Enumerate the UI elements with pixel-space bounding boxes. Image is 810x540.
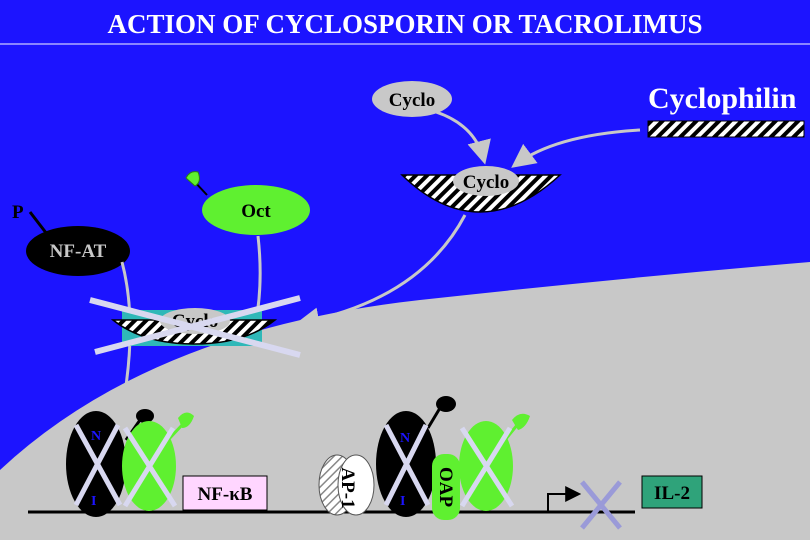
nfat-right-tick-top: N <box>400 431 410 446</box>
title-band <box>0 0 810 44</box>
cyclophilin-label: Cyclophilin <box>648 82 797 115</box>
cyclo-bound-ellipse <box>453 166 519 196</box>
nfat-site-left-knob <box>136 409 154 423</box>
cyclophilin-bar <box>647 120 805 138</box>
transcription-start-arrow <box>547 486 582 512</box>
nfat-right-tick-bottom: I <box>400 494 405 509</box>
ap1-ellipse-b <box>337 454 375 516</box>
oap-label: OAP <box>435 467 456 508</box>
arrow-complex-to-calcineurin <box>295 214 467 332</box>
nfkb-box <box>182 475 268 511</box>
oct-site-left-stalk <box>166 422 185 442</box>
nfkb-label: NF-κB <box>198 484 253 505</box>
il2-label: IL-2 <box>654 483 690 504</box>
oct-right-cross-b <box>459 426 513 508</box>
calcineurin-cross-b <box>94 295 301 355</box>
cyclo-free-label: Cyclo <box>389 90 435 111</box>
transcription-cross-b <box>580 480 622 530</box>
nfat-site-right-knob <box>436 396 456 412</box>
oap-block <box>432 454 460 520</box>
nfat-left-cross-b <box>73 423 121 507</box>
il2-box <box>641 475 703 509</box>
oct-site-right-cup <box>512 413 530 430</box>
page-title: ACTION OF CYCLOSPORIN OR TACROLIMUS <box>107 9 702 39</box>
oct-label: Oct <box>241 201 271 222</box>
oct-site-left-cup <box>178 412 194 428</box>
nfat-label: NF-AT <box>50 241 107 262</box>
nfat-left-tick-bottom: I <box>91 494 96 509</box>
oct-cup <box>185 171 200 187</box>
ap1-label: AP-1 <box>337 467 358 508</box>
nfat-right-cross-b <box>383 423 429 507</box>
nfat-protein <box>26 226 130 276</box>
cyclo-free-ellipse <box>372 81 452 117</box>
arrow-oct-to-nucleus <box>191 235 262 442</box>
oct-protein <box>202 185 310 235</box>
cyclo-bound-label: Cyclo <box>463 172 509 193</box>
arrow-cyclo-to-complex <box>435 110 491 165</box>
arrow-cyclophilin-to-complex <box>511 128 641 168</box>
nfat-left-tick-top: N <box>91 429 101 444</box>
nfat-site-right-stalk <box>426 407 442 429</box>
oct-left-cross-b <box>122 426 176 508</box>
nucleus-region <box>0 262 810 540</box>
phosphate-label: P <box>12 202 24 223</box>
